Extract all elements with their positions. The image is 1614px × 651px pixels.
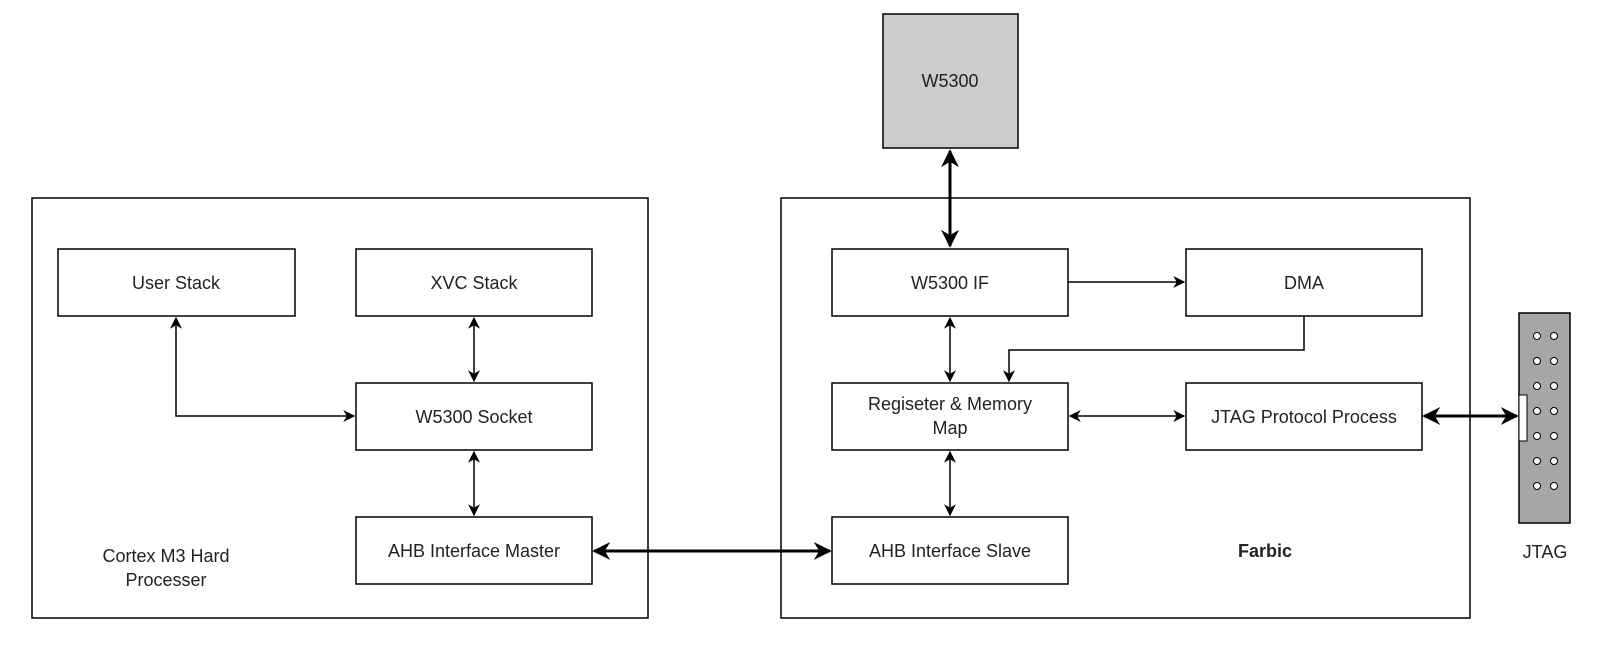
w5300-socket-block (355, 382, 593, 451)
user-stack-block (57, 248, 296, 317)
regmap-block (831, 382, 1069, 451)
jtag-pin (1550, 407, 1558, 415)
xvc-stack-label: XVC Stack (430, 273, 518, 293)
jtag-pin (1533, 382, 1541, 390)
jtag-protocol-label: JTAG Protocol Process (1211, 407, 1397, 427)
xvc-stack-block (355, 248, 593, 317)
jtag-pin (1550, 382, 1558, 390)
w5300-if-block (831, 248, 1069, 317)
w5300-chip-label: W5300 (921, 71, 978, 91)
jtag-pins (1533, 332, 1558, 490)
cortex-m3-label-line2: Processer (125, 570, 206, 590)
user-stack-to-socket-arrow (170, 316, 356, 422)
regmap-label-line2: Map (932, 418, 967, 438)
jtag-pin (1550, 482, 1558, 490)
jtag-pin (1533, 432, 1541, 440)
jtag-pin (1533, 482, 1541, 490)
w5300-if-label: W5300 IF (911, 273, 989, 293)
dma-label: DMA (1284, 273, 1324, 293)
cortex-m3-container (31, 197, 649, 619)
w5300-chip (882, 13, 1019, 149)
jtag-label: JTAG (1523, 542, 1568, 562)
jtag-pin (1550, 357, 1558, 365)
dma-to-regmap-arrow (1003, 316, 1305, 383)
jtag-protocol-block (1185, 382, 1423, 451)
ahb-slave-label: AHB Interface Slave (869, 541, 1031, 561)
fabric-label: Farbic (1238, 541, 1292, 561)
ahb-slave-block (831, 516, 1069, 585)
jtag-connector-key (1518, 394, 1528, 442)
cortex-m3-label-line1: Cortex M3 Hard (102, 546, 229, 566)
ahb-master-block (355, 516, 593, 585)
jtag-pin (1550, 432, 1558, 440)
jtag-pin (1533, 457, 1541, 465)
jtag-pin (1533, 332, 1541, 340)
regmap-label-line1: Regiseter & Memory (868, 394, 1032, 414)
dma-block (1185, 248, 1423, 317)
jtag-pin (1550, 457, 1558, 465)
ahb-master-label: AHB Interface Master (388, 541, 560, 561)
w5300-socket-label: W5300 Socket (415, 407, 532, 427)
jtag-pin (1533, 407, 1541, 415)
jtag-pin (1533, 357, 1541, 365)
user-stack-label: User Stack (132, 273, 221, 293)
jtag-pin (1550, 332, 1558, 340)
